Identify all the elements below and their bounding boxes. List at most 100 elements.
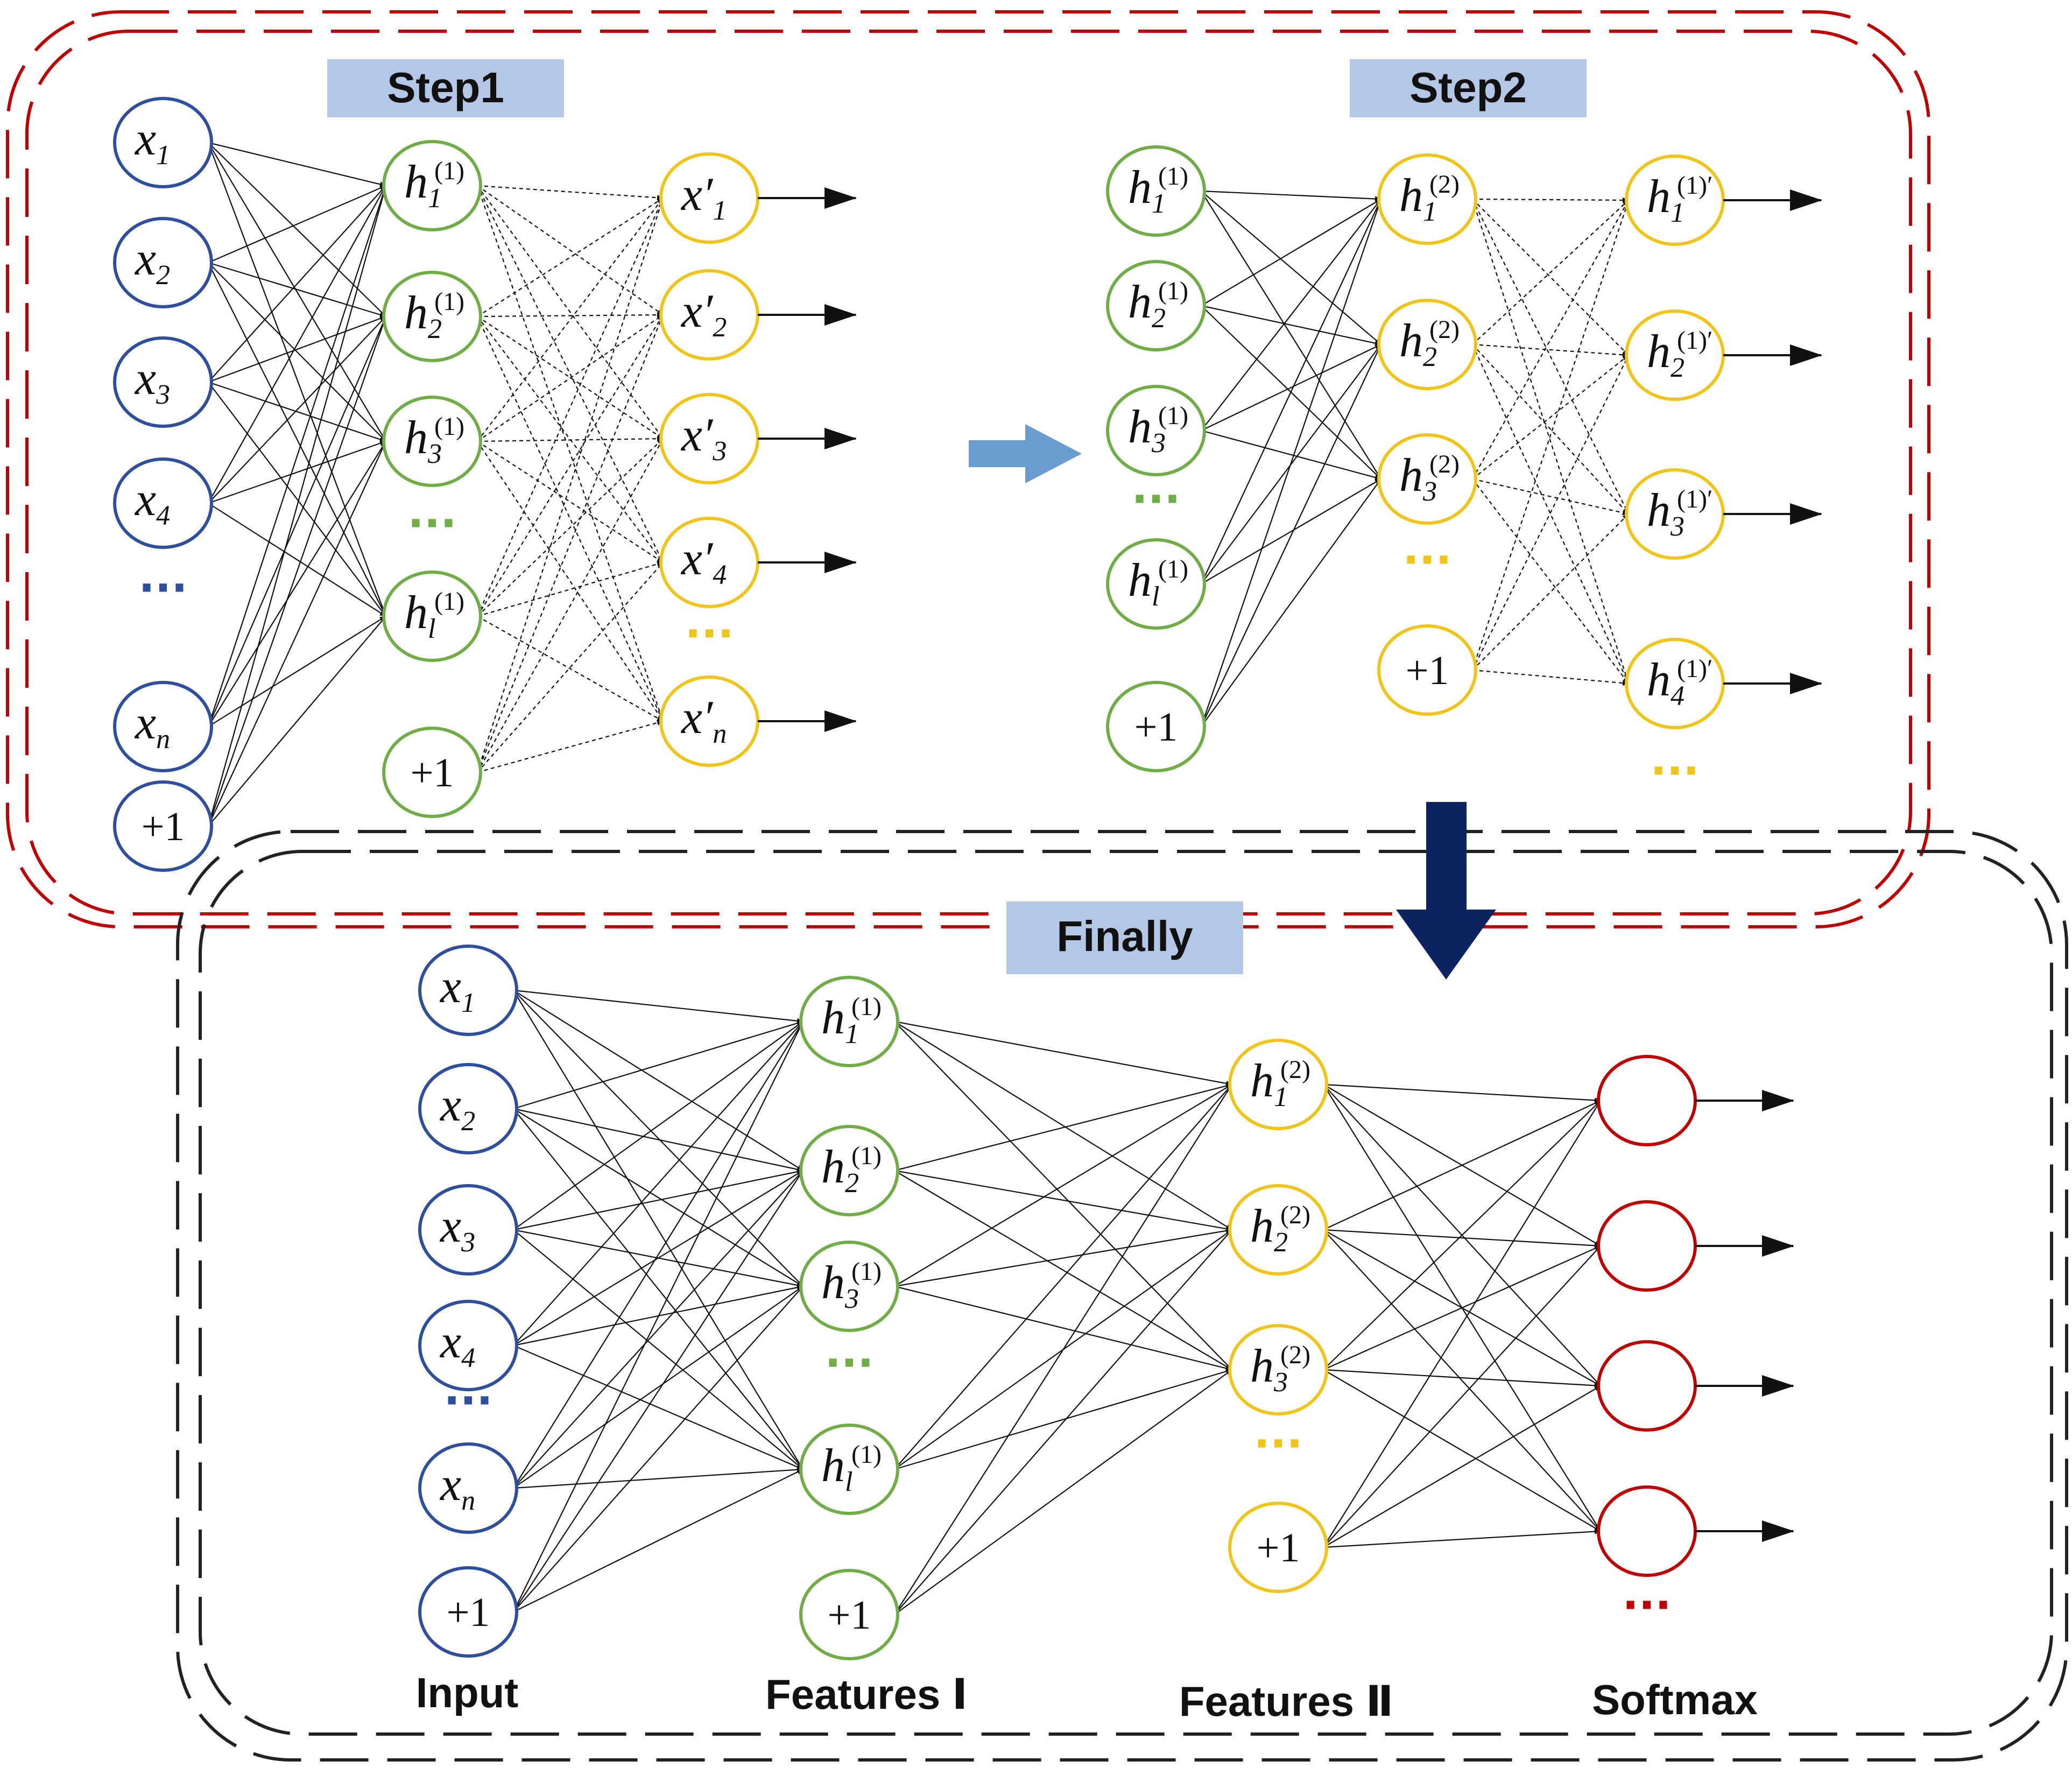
node-superscript: (1) xyxy=(434,157,464,185)
connection-line xyxy=(1201,344,1382,727)
step2-hidden-node: h3(2) xyxy=(1377,433,1477,525)
step2-input-node: h1(1) xyxy=(1106,145,1206,237)
connection-line xyxy=(513,1169,804,1231)
connection-line xyxy=(477,198,664,442)
step2-tag-label: Step2 xyxy=(1409,64,1527,111)
step1-input-node-circle xyxy=(113,681,213,772)
features1-node: h3(1) xyxy=(799,1241,899,1332)
final-input-node-circle xyxy=(418,1300,518,1391)
connection-line xyxy=(208,440,386,504)
final-input-node-circle xyxy=(418,945,518,1036)
node-superscript: (1) xyxy=(434,287,464,316)
ellipsis-dots: ··· xyxy=(1253,1419,1302,1469)
node-label: +1 xyxy=(828,1593,871,1638)
connection-line xyxy=(208,441,386,827)
softmax-node xyxy=(1597,1340,1697,1432)
node-label: h1 xyxy=(1250,1055,1288,1112)
connection-line xyxy=(513,1344,804,1470)
ellipses-and-output-arrows: ······························ xyxy=(138,187,1822,1630)
features2-node: h1(2) xyxy=(1228,1039,1328,1130)
ellipsis-dots: ··· xyxy=(824,1338,873,1388)
node-label: xn xyxy=(439,1459,475,1516)
node-superscript: (2) xyxy=(1429,315,1460,344)
connection-line xyxy=(208,142,386,317)
finally-tag-label: Finally xyxy=(1056,912,1193,960)
step1-hidden-node-circle xyxy=(382,396,482,487)
connection-line xyxy=(208,262,386,617)
features1-layer-label: Features Ⅰ xyxy=(765,1671,968,1718)
connection-line xyxy=(476,314,664,773)
connection-line xyxy=(207,185,387,827)
final-input-node-circle xyxy=(418,1442,518,1534)
connections xyxy=(207,142,1630,1615)
connection-line xyxy=(1323,1245,1601,1548)
connection-line xyxy=(894,1084,1232,1470)
final-input-node-circle xyxy=(418,1566,518,1658)
step1-tag: Step1 xyxy=(327,59,564,117)
softmax-node xyxy=(1597,1485,1697,1577)
node-label: h2 xyxy=(821,1141,859,1199)
step-transition-arrow xyxy=(969,424,1082,483)
connection-line xyxy=(477,438,664,773)
connection-line xyxy=(208,185,386,504)
step1-output-node: x′4 xyxy=(659,517,759,608)
features1-node: hl(1) xyxy=(799,1424,899,1515)
step1-hidden-node: h3(1) xyxy=(382,396,482,487)
connection-line xyxy=(477,314,664,617)
connection-line xyxy=(477,720,664,773)
step2-tag: Step2 xyxy=(1350,59,1587,117)
connection-line xyxy=(207,185,387,727)
step2-input-node: hl(1) xyxy=(1106,538,1206,630)
features1-node: +1 xyxy=(799,1569,899,1660)
node-superscript: (2) xyxy=(1280,1055,1310,1084)
connection-line xyxy=(1472,199,1629,515)
connection-line xyxy=(208,382,386,617)
connection-line xyxy=(1201,191,1382,480)
connection-line xyxy=(894,1229,1232,1615)
ellipsis-dots: ··· xyxy=(1131,474,1180,524)
connection-line xyxy=(208,616,386,727)
features1-node-circle xyxy=(799,1424,899,1515)
node-label: +1 xyxy=(1134,705,1178,750)
final-input-node: +1 xyxy=(418,1566,518,1658)
connection-line xyxy=(477,441,664,722)
connection-line xyxy=(1472,513,1629,671)
connection-line xyxy=(1201,305,1382,346)
connection-line xyxy=(513,1170,804,1612)
connection-line xyxy=(1323,1369,1601,1532)
connection-line xyxy=(513,1021,804,1489)
ellipsis-dots: ··· xyxy=(1622,1580,1671,1630)
connection-line xyxy=(1472,200,1629,345)
connection-line xyxy=(208,316,386,504)
connection-line xyxy=(1201,344,1382,431)
node-label: x3 xyxy=(134,353,170,410)
connection-line xyxy=(894,1084,1232,1287)
step2-output-node: h2(1)′ xyxy=(1625,309,1725,401)
ellipsis-dots: ··· xyxy=(138,563,187,613)
step2-input-node-circle xyxy=(1106,385,1206,476)
connection-line xyxy=(513,990,804,1171)
node-label: h2 xyxy=(1128,276,1166,334)
final-input-node-circle xyxy=(418,1063,518,1154)
connection-line xyxy=(1472,197,1629,203)
connection-line xyxy=(208,142,386,442)
finally-box-inner xyxy=(199,850,2053,1736)
step1-tag-label: Step1 xyxy=(387,64,504,111)
node-superscript: (1) xyxy=(1158,555,1188,583)
connection-line xyxy=(477,198,664,317)
softmax-node-circle xyxy=(1597,1485,1697,1577)
connection-line xyxy=(513,1170,804,1346)
node-label: h3 xyxy=(1399,449,1437,507)
step1-input-node-circle xyxy=(113,780,213,872)
node-label: x2 xyxy=(439,1079,475,1137)
finally-box-outer xyxy=(176,830,2068,1762)
connection-line xyxy=(513,1108,804,1470)
step2-hidden-node: h1(2) xyxy=(1377,153,1477,245)
node-label: h4 xyxy=(1647,654,1685,712)
ellipsis-dots: ··· xyxy=(443,1376,492,1426)
connection-line xyxy=(476,198,664,773)
features2-node-circle xyxy=(1228,1502,1328,1593)
connection-line xyxy=(1201,199,1382,431)
input-layer-label: Input xyxy=(416,1669,519,1716)
ellipsis-dots: ··· xyxy=(1650,746,1699,796)
